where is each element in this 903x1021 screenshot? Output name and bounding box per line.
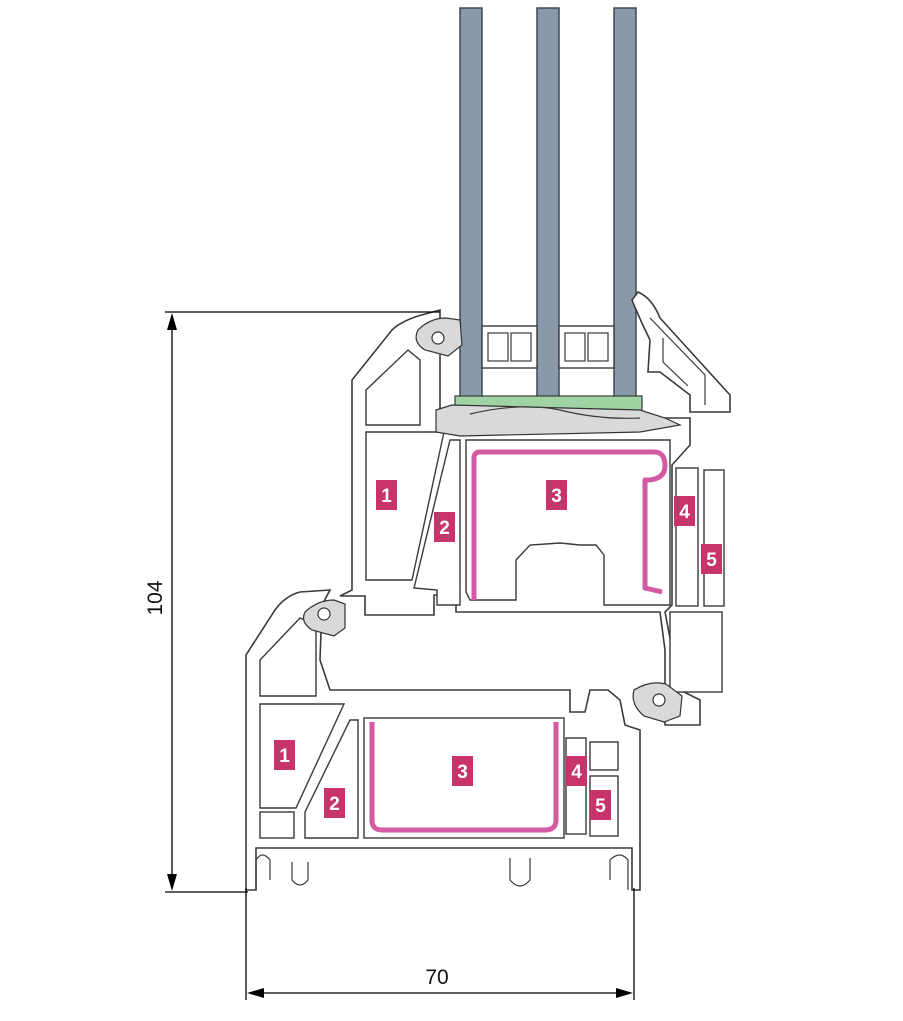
glazing-bead [631,291,731,413]
sash-chamber-4-label: 4 [674,496,695,526]
glass-pane-outer [459,7,483,401]
sash-chamber-5-label: 5 [701,544,722,574]
svg-text:5: 5 [595,796,606,817]
svg-text:2: 2 [439,518,450,539]
svg-text:4: 4 [679,502,690,523]
svg-text:3: 3 [457,762,468,783]
frame-chamber-5-label: 5 [590,790,611,820]
frame-chamber-3-label: 3 [452,756,473,786]
frame-profile [245,589,641,891]
frame-chamber-4-label: 4 [566,756,587,786]
sash-chamber-labels: 1 2 3 4 5 [376,480,722,574]
glass-pane-inner [613,7,637,401]
svg-text:5: 5 [706,550,717,571]
frame-gaskets [302,599,683,723]
sash-gasket [415,317,463,357]
height-dimension: 104 [144,311,440,893]
svg-text:2: 2 [329,794,340,815]
width-dimension: 70 [245,888,635,1000]
frame-chamber-1-label: 1 [274,740,295,770]
sash-chamber-2-label: 2 [434,512,455,542]
frame-chamber-labels: 1 2 3 4 5 [274,740,611,820]
sash-chamber-1-label: 1 [376,480,397,510]
sash-chamber-3-label: 3 [546,480,567,510]
glazing-gasket-detail [435,404,682,437]
svg-text:4: 4 [571,762,582,783]
svg-text:3: 3 [551,486,562,507]
frame-steel-reinforcement [369,722,559,833]
triple-glazing [454,7,643,419]
svg-text:1: 1 [279,746,290,767]
svg-text:1: 1 [381,486,392,507]
width-dimension-label: 70 [425,966,448,989]
height-dimension-label: 104 [144,580,167,615]
sash-steel-reinforcement [471,449,668,600]
glass-pane-middle [536,7,560,401]
frame-chamber-2-label: 2 [324,788,345,818]
glass-spacer [481,325,615,369]
